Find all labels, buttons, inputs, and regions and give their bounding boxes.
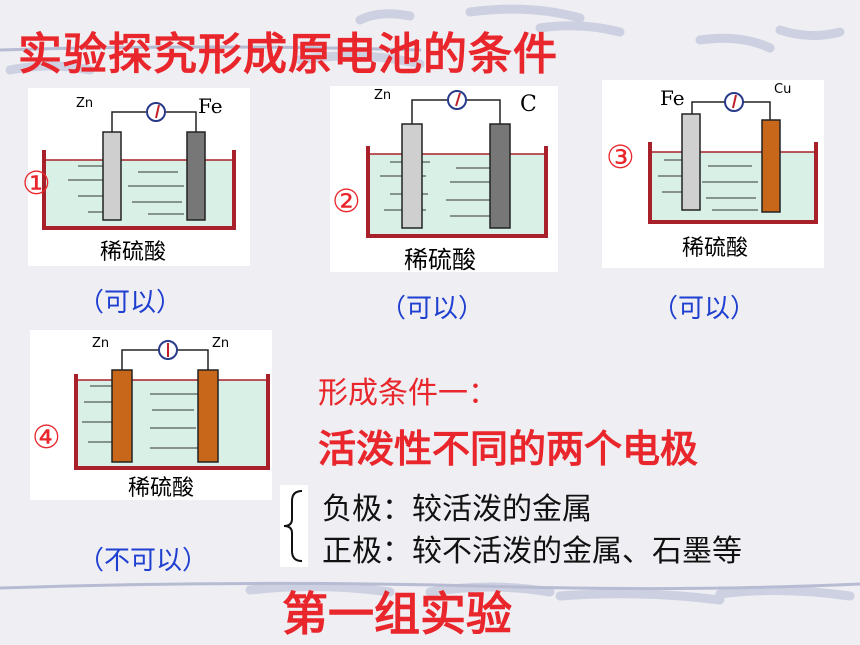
right-electrode-label: Fe [198,94,223,118]
right-electrode [761,119,781,213]
group-label: 第一组实验 [282,587,512,641]
experiment-number: ④ [32,418,61,456]
right-electrode-label: Cu [774,82,792,97]
right-electrode [489,123,511,229]
condition-heading: 形成条件一： [318,376,498,411]
solution-label: 稀硫酸 [100,240,167,265]
positive-electrode-rule: 正极：较不活泼的金属、石墨等 [322,534,742,569]
left-electrode [681,113,701,211]
solution-liquid [652,152,814,220]
experiment-1-panel: Zn Fe ① 稀硫酸 [22,88,250,266]
solution-liquid [46,160,234,226]
solution-label: 稀硫酸 [682,236,749,261]
negative-electrode-rule: 负极：较活泼的金属 [322,492,592,527]
experiment-3-panel: Fe Cu ③ 稀硫酸 [602,80,824,268]
galvanometer-icon [146,102,166,122]
beaker [648,142,818,224]
beaker [366,146,548,238]
left-electrode-label: Zn [92,336,110,351]
left-electrode [111,369,133,463]
left-electrode [401,123,423,229]
experiment-4-panel: Zn Zn ④ 稀硫酸 [30,330,272,501]
left-electrode [102,131,122,221]
solution-label: 稀硫酸 [128,476,195,501]
right-electrode-label: Zn [212,336,230,351]
right-electrode [186,131,206,221]
condition-main: 活泼性不同的两个电极 [318,427,699,471]
left-electrode-label: Fe [660,86,685,110]
left-electrode-label: Zn [76,96,94,111]
experiment-number: ③ [606,138,635,176]
solution-label: 稀硫酸 [404,246,476,274]
right-electrode [197,369,219,463]
solution-liquid [78,380,266,466]
experiment-number: ① [22,164,51,202]
experiment-3-result: （可以） [652,294,757,324]
experiment-2-result: （可以） [380,294,485,324]
brace [280,485,308,567]
left-electrode-label: Zn [374,88,392,103]
experiment-1-result: （可以） [78,288,183,318]
beaker [42,150,236,230]
experiment-number: ② [332,182,361,220]
experiment-2-panel: Zn C ② 稀硫酸 [330,86,558,274]
right-electrode-label: C [520,92,537,117]
experiment-4-result: （不可以） [78,546,209,576]
page-title: 实验探究形成原电池的条件 [18,29,558,80]
beaker [74,374,270,470]
